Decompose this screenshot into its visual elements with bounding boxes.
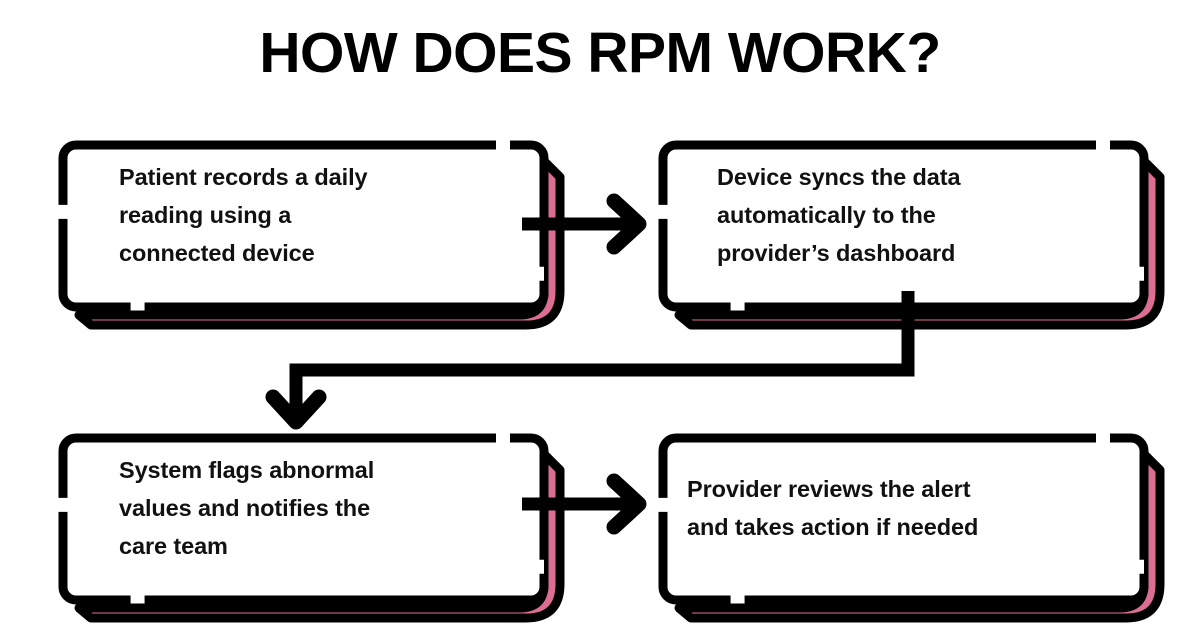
flow-box-4-outline [658, 433, 1149, 605]
page-title: HOW DOES RPM WORK? [259, 21, 941, 85]
connector-box2-to-box3 [265, 291, 915, 430]
flow-box-2-label: Device syncs the data automatically to t… [717, 164, 961, 266]
arrowhead-right-icon [606, 473, 647, 535]
flow-box-3-label: System flags abnormal values and notifie… [119, 457, 375, 559]
flow-box-2[interactable]: Device syncs the data automatically to t… [657, 139, 1165, 330]
flow-box-4-label: Provider reviews the alert and takes act… [687, 476, 979, 540]
flow-box-3-shadow [74, 449, 565, 623]
flow-box-4-shadow [674, 449, 1165, 623]
flow-box-1[interactable]: Patient records a daily reading using a … [57, 139, 565, 330]
flow-box-3-outline [58, 433, 549, 605]
flow-box-1-shadow [74, 156, 565, 330]
connector-box3-to-box4 [522, 473, 647, 535]
connector-box2-to-box3-shaft [289, 291, 915, 411]
flow-box-1-label: Patient records a daily reading using a … [119, 164, 368, 266]
connector-box1-to-box2 [522, 193, 647, 255]
arrowhead-down-icon [265, 389, 327, 430]
flow-box-2-shadow [674, 156, 1165, 330]
flow-box-3[interactable]: System flags abnormal values and notifie… [57, 432, 565, 623]
flow-box-4-shape [658, 433, 1165, 623]
arrowhead-right-icon [606, 193, 647, 255]
flow-box-4[interactable]: Provider reviews the alert and takes act… [657, 432, 1165, 623]
flow-box-3-shape [58, 433, 565, 623]
